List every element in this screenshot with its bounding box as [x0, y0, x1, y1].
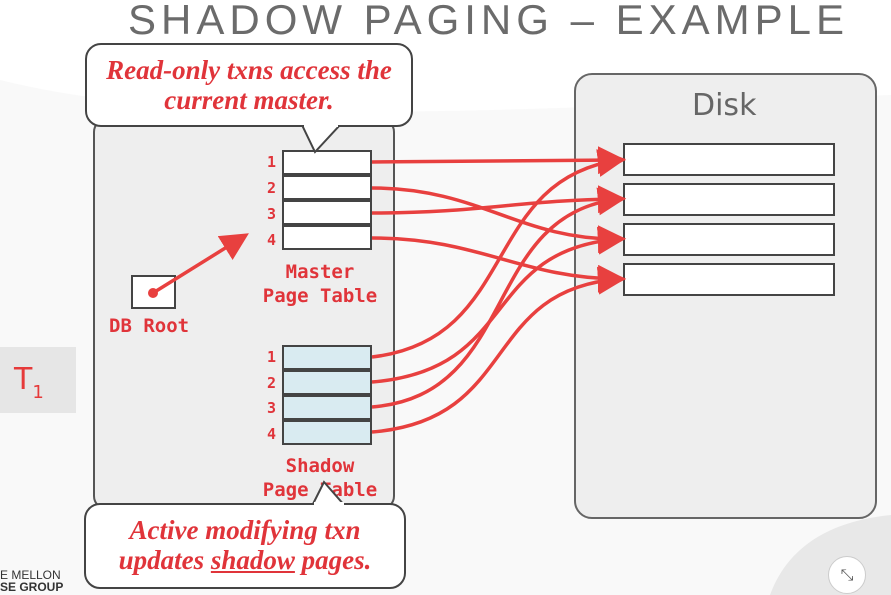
- page-table-entry: [282, 200, 372, 225]
- callout-active-txn: Active modifying txn updates shadow page…: [84, 503, 406, 589]
- page-table-entry: [282, 370, 372, 395]
- disk-page: [623, 263, 835, 296]
- page-table-entry: [282, 225, 372, 250]
- footer-logo: E MELLON SE GROUP: [0, 568, 64, 594]
- db-root-label: DB Root: [109, 315, 190, 337]
- disk-page: [623, 183, 835, 216]
- transaction-tab: [0, 347, 76, 413]
- disk-page: [623, 143, 835, 176]
- row-number: 4: [266, 425, 276, 443]
- disk-page: [623, 223, 835, 256]
- row-number: 4: [266, 231, 276, 249]
- row-number: 3: [266, 205, 276, 223]
- row-number: 2: [266, 179, 276, 197]
- slide-title: SHADOW PAGING – EXAMPLE: [128, 0, 850, 43]
- row-number: 1: [266, 348, 276, 366]
- shadow-table-label: Shadow Page Table: [262, 455, 378, 501]
- row-number: 3: [266, 399, 276, 417]
- callout-read-only: Read-only txns access the current master…: [85, 43, 413, 127]
- row-number: 1: [266, 153, 276, 171]
- transaction-label: T1: [14, 362, 44, 403]
- page-table-entry: [282, 175, 372, 200]
- disk-label: Disk: [692, 88, 757, 123]
- disk-container: [574, 73, 877, 519]
- page-table-entry: [282, 345, 372, 370]
- collapse-icon[interactable]: ⤡: [828, 556, 866, 594]
- page-table-entry: [282, 395, 372, 420]
- page-table-entry: [282, 420, 372, 445]
- db-root-box: [131, 275, 176, 309]
- row-number: 2: [266, 374, 276, 392]
- master-table-label: Master Page Table: [262, 261, 378, 307]
- page-table-entry: [282, 150, 372, 175]
